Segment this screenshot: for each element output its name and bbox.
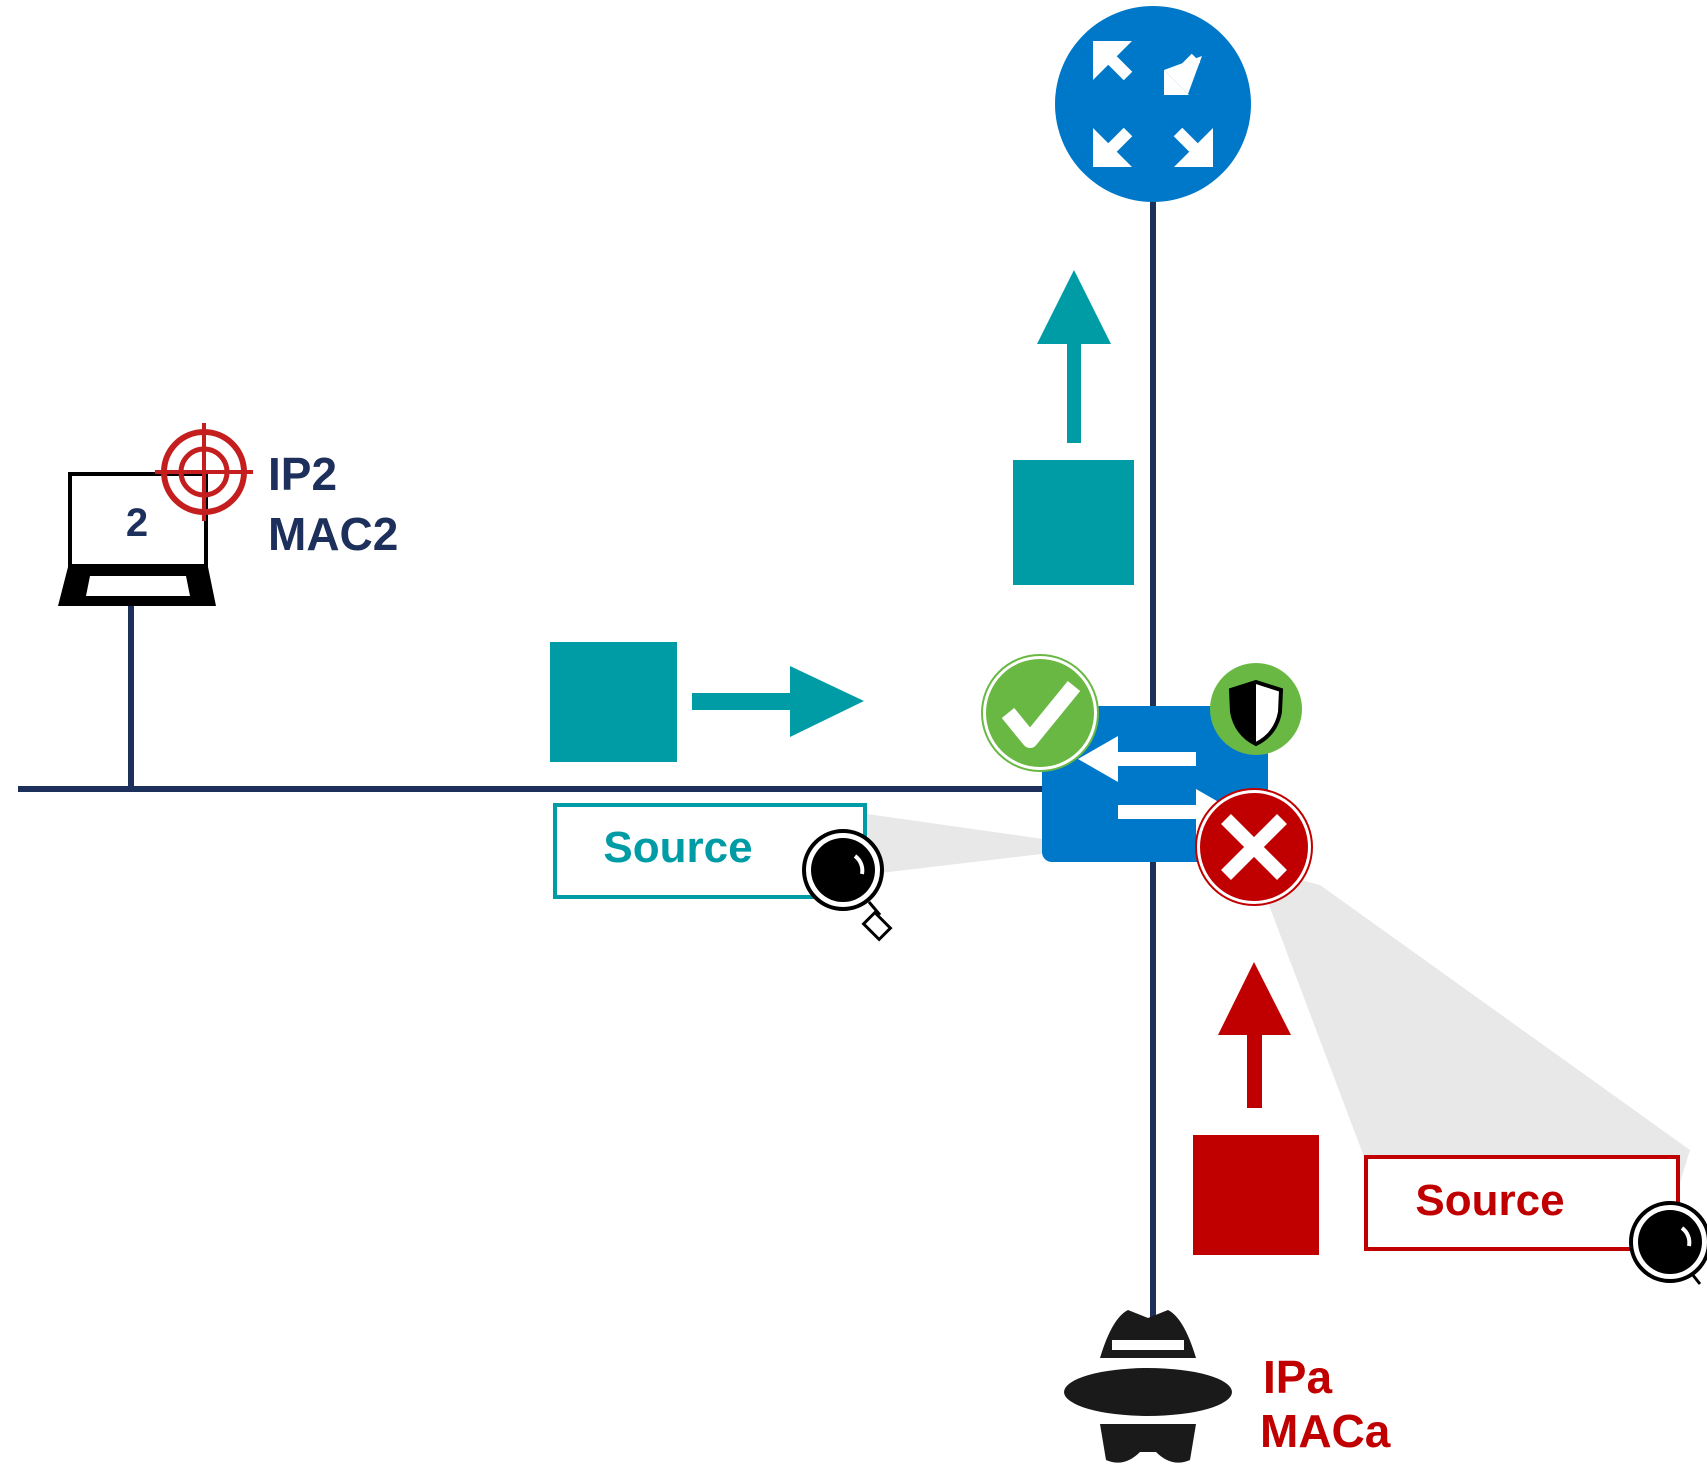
forwarded-packet-arrow-up (1037, 270, 1111, 443)
host-ip-label: IP2 (268, 448, 337, 500)
spoof-inspection-beam (1255, 868, 1690, 1215)
legit-packet-arrow-right (692, 666, 864, 737)
router-icon (1055, 6, 1251, 202)
attacker-mac-label: MACa (1260, 1405, 1391, 1457)
legit-inspection-beam (860, 813, 1050, 873)
host-screen-label: 2 (126, 501, 148, 545)
magnifier-icon (1629, 1201, 1707, 1285)
laptop-icon: 2 (58, 472, 216, 606)
spoof-source-label: Source (1415, 1176, 1564, 1225)
host-mac-label: MAC2 (268, 508, 398, 560)
attacker-ip-label: IPa (1263, 1351, 1332, 1403)
shield-icon (1210, 663, 1302, 755)
crosshair-target-icon (155, 423, 253, 521)
legit-packet (550, 642, 677, 762)
magnifier-icon (802, 829, 893, 942)
forwarded-packet (1013, 460, 1134, 585)
spoofed-packet (1193, 1135, 1319, 1255)
spoof-source-box: Source (1364, 1155, 1680, 1251)
check-icon (981, 654, 1099, 772)
spoofed-packet-arrow-up (1218, 962, 1291, 1108)
spy-hat-icon (1064, 1310, 1232, 1463)
x-icon (1195, 788, 1313, 906)
legit-source-label: Source (603, 823, 752, 872)
